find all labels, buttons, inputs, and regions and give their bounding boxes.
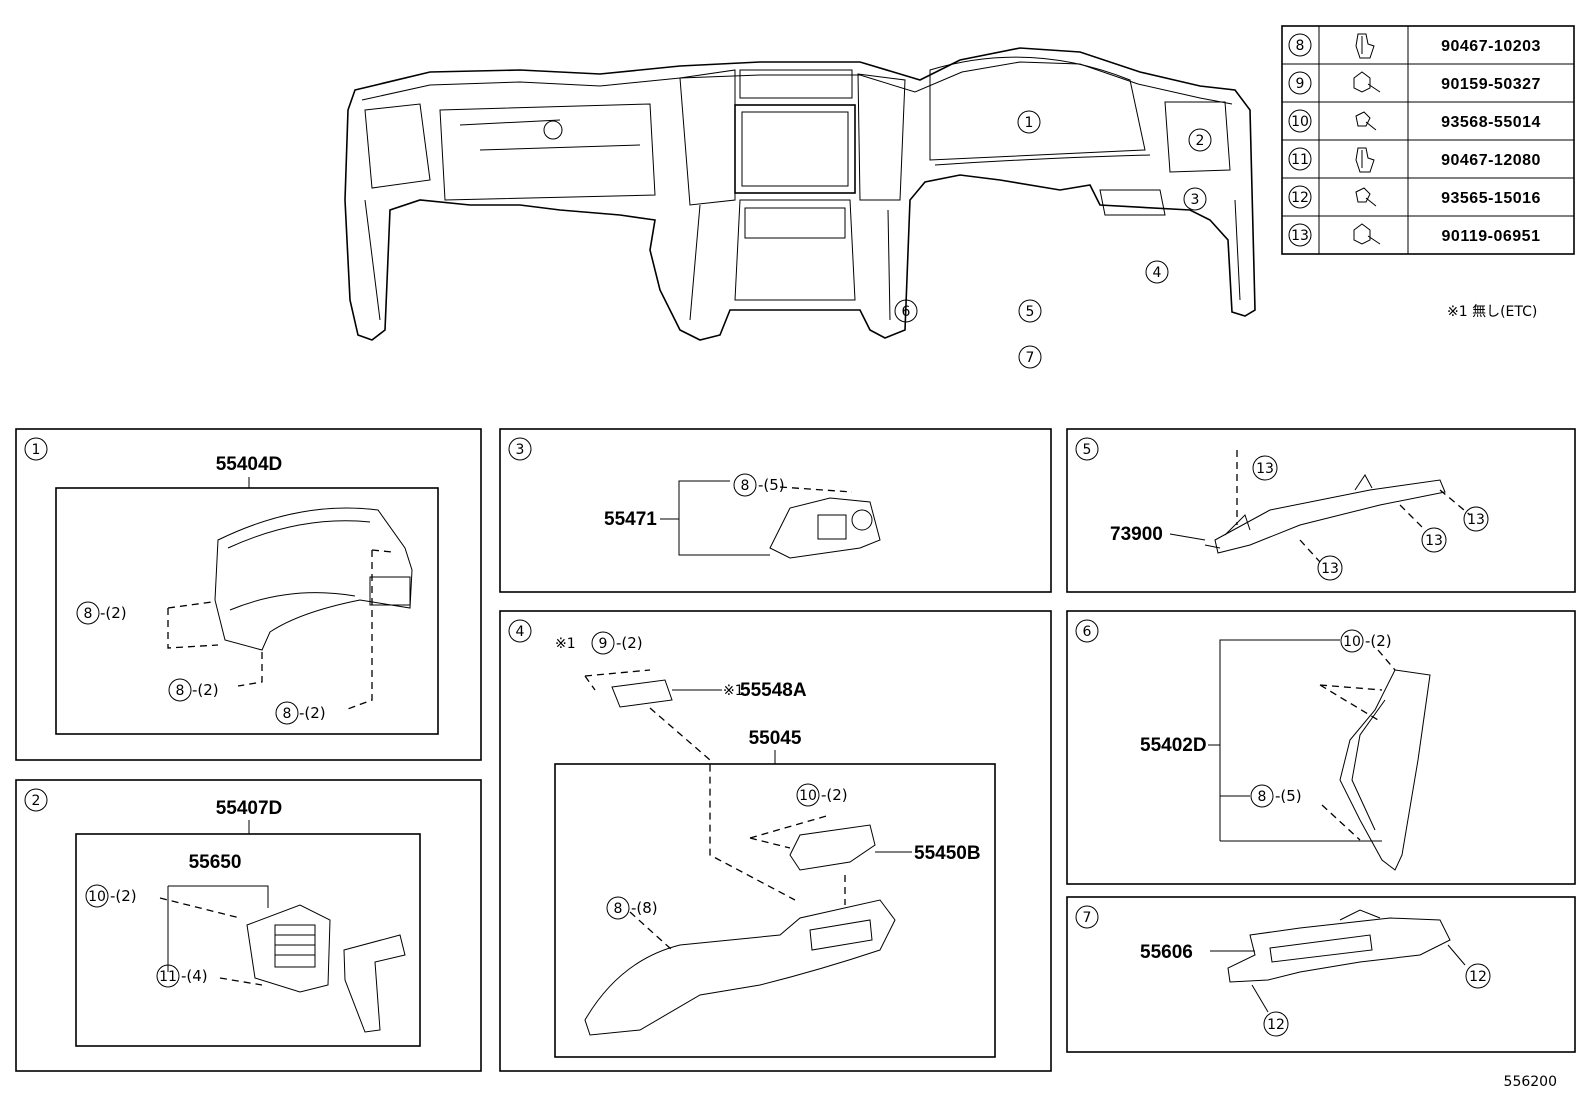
panel-4-callout-ref: 8: [614, 901, 623, 917]
overview-callout-3: 3: [1191, 192, 1200, 208]
overview-callout-2: 2: [1196, 133, 1205, 149]
panel-1-callout-qty: -(2): [192, 681, 219, 699]
panel-4-callout-qty: -(8): [631, 899, 658, 917]
panel-3: [499, 428, 1052, 593]
panel-2-callout-ref: 11: [159, 969, 177, 985]
panel-2: [15, 779, 482, 1072]
figure-number: 556200: [1504, 1074, 1557, 1090]
panel-6: [1066, 610, 1576, 885]
panel-2-callout-qty: -(2): [110, 887, 137, 905]
panel-5-callout-13: 13: [1467, 512, 1485, 528]
fastener-table: [1281, 25, 1575, 255]
table-part-93568-55014: 93568-55014: [1441, 114, 1541, 131]
panel-4-callout-ref: 10: [799, 788, 817, 804]
panel-3-callout-qty: -(5): [758, 476, 785, 494]
panel-7: [1066, 896, 1576, 1053]
panel-7-number: 7: [1083, 910, 1092, 926]
panel-1-part-55404D: 55404D: [216, 454, 283, 475]
panel-4-part-55045: 55045: [749, 728, 802, 749]
panel-5-callout-13: 13: [1321, 561, 1339, 577]
panel-6-callout-ref: 10: [1343, 634, 1361, 650]
panel-1-callout-ref: 8: [84, 606, 93, 622]
panel-6-number: 6: [1083, 624, 1092, 640]
panel-5-callout-13: 13: [1256, 461, 1274, 477]
bolt-icon: [1353, 223, 1381, 245]
panel-2-part-55650: 55650: [189, 852, 242, 873]
panel-4-callout-qty: -(2): [616, 634, 643, 652]
panel-2-callout-qty: -(4): [181, 967, 208, 985]
panel-5-callout-13: 13: [1425, 533, 1443, 549]
table-part-90159-50327: 90159-50327: [1441, 76, 1541, 93]
table-ref-8: 8: [1296, 38, 1305, 54]
panel-4-part-55450B: 55450B: [914, 843, 981, 864]
panel-4-callout-qty: -(2): [821, 786, 848, 804]
panel-5: [1066, 428, 1576, 593]
panel-1-callout-ref: 8: [176, 683, 185, 699]
clip-icon: [1355, 147, 1375, 173]
panel-1-callout-qty: -(2): [100, 604, 127, 622]
overview-callout-4: 4: [1153, 265, 1162, 281]
overview-callout-7: 7: [1026, 350, 1035, 366]
panel-3-callout-ref: 8: [741, 478, 750, 494]
panel-3-part-55471: 55471: [604, 509, 657, 530]
overview-callout-1: 1: [1025, 115, 1034, 131]
panel-2-part-55407D: 55407D: [216, 798, 283, 819]
panel-3-number: 3: [516, 442, 525, 458]
panel-7-part-55606: 55606: [1140, 942, 1193, 963]
panel-4-number: 4: [516, 624, 525, 640]
panel-4: [499, 610, 1052, 1072]
table-part-93565-15016: 93565-15016: [1441, 190, 1541, 207]
panel-5-part-73900: 73900: [1110, 524, 1163, 545]
panel-5-number: 5: [1083, 442, 1092, 458]
panel-1-callout-qty: -(2): [299, 704, 326, 722]
overview-callout-5: 5: [1026, 304, 1035, 320]
panel-1: [15, 428, 482, 761]
table-ref-9: 9: [1296, 76, 1305, 92]
table-part-90467-10203: 90467-10203: [1441, 38, 1541, 55]
bolt-icon: [1353, 71, 1381, 93]
table-part-90467-12080: 90467-12080: [1441, 152, 1541, 169]
panel-2-number: 2: [32, 793, 41, 809]
table-part-90119-06951: 90119-06951: [1442, 228, 1541, 245]
screw-icon: [1355, 187, 1377, 207]
panel-6-callout-ref: 8: [1258, 789, 1267, 805]
panel-1-number: 1: [32, 442, 41, 458]
panel-4-part-55548A: 55548A: [740, 680, 807, 701]
panel-2-callout-ref: 10: [88, 889, 106, 905]
table-ref-11: 11: [1291, 152, 1309, 168]
panel-7-callout-12: 12: [1267, 1017, 1285, 1033]
panel-6-part-55402D: 55402D: [1140, 735, 1207, 756]
overview-callout-6: 6: [902, 304, 911, 320]
screw-icon: [1355, 111, 1377, 131]
table-ref-10: 10: [1291, 114, 1309, 130]
panel-7-callout-12: 12: [1469, 969, 1487, 985]
clip-icon: [1355, 33, 1375, 59]
panel-1-callout-ref: 8: [283, 706, 292, 722]
overview-callouts: [894, 110, 1212, 369]
table-ref-12: 12: [1291, 190, 1309, 206]
panel-6-callout-qty: -(5): [1275, 787, 1302, 805]
panel-6-callout-qty: -(2): [1365, 632, 1392, 650]
panel-4-note-mark: ※1: [555, 636, 576, 652]
dashboard-overview-drawing: [344, 47, 1256, 341]
table-ref-13: 13: [1291, 228, 1309, 244]
panel-4-callout-ref: 9: [599, 636, 608, 652]
panel-4-note-mark-2: ※1: [723, 683, 744, 699]
footnote-no-etc: ※1 無し(ETC): [1447, 304, 1537, 320]
